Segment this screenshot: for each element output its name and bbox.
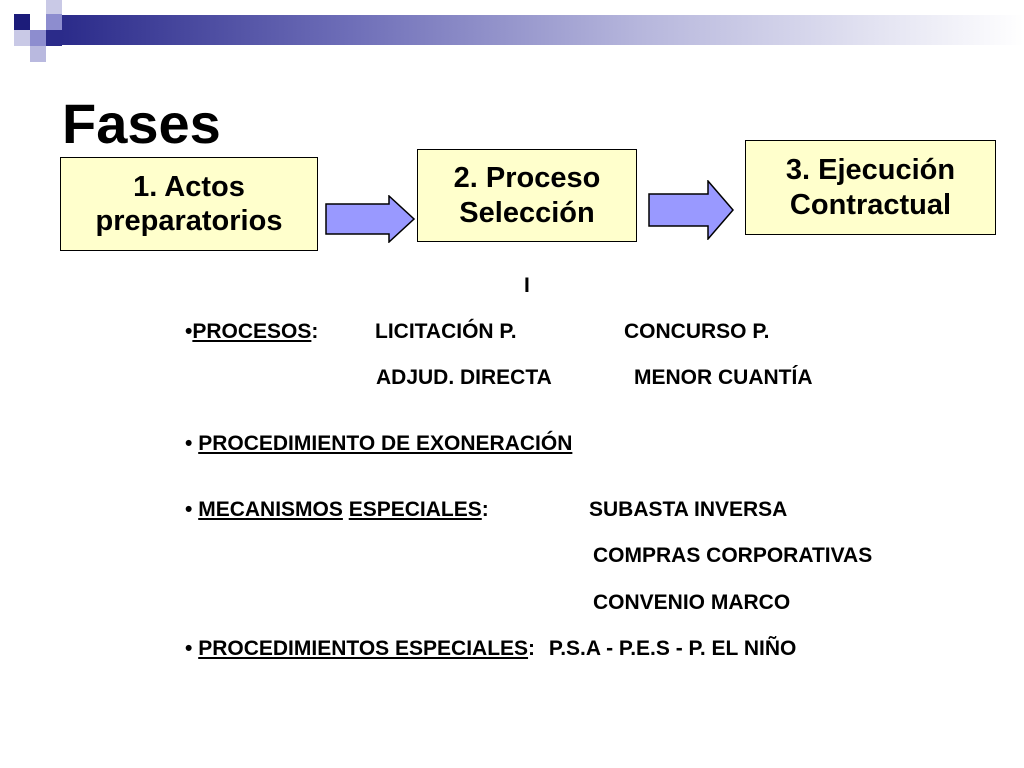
header-square — [14, 14, 30, 30]
procesos-row: •PROCESOS: — [185, 321, 318, 342]
colon: : — [481, 498, 489, 521]
bullet: • — [185, 637, 193, 660]
header-square — [46, 14, 62, 30]
proceso-item: MENOR CUANTÍA — [634, 366, 813, 389]
colon: : — [528, 637, 536, 660]
header-square — [30, 46, 46, 62]
procesos-label: PROCESOS — [192, 320, 312, 343]
procedimientos-row: • PROCEDIMIENTOS ESPECIALES: P.S.A - P.E… — [185, 638, 796, 659]
header-gradient-bar — [62, 15, 1024, 45]
colon: : — [311, 320, 319, 343]
mecanismos-label: MECANISMOS — [198, 498, 343, 521]
procedimientos-label: PROCEDIMIENTOS ESPECIALES — [198, 637, 529, 660]
proceso-item: LICITACIÓN P. — [375, 320, 517, 343]
proceso-item: ADJUD. DIRECTA — [376, 366, 552, 389]
header-square — [14, 30, 30, 46]
header-square — [30, 30, 46, 46]
phase-box-proceso-seleccion: 2. Proceso Selección — [417, 149, 637, 242]
phase-box-ejecucion-contractual: 3. Ejecución Contractual — [745, 140, 996, 235]
phase-box-actos-preparatorios: 1. Actos preparatorios — [60, 157, 318, 251]
especiales-label: ESPECIALES — [348, 498, 482, 521]
slide-title: Fases — [62, 92, 221, 155]
header-square — [30, 14, 46, 30]
right-arrow-icon — [325, 195, 415, 243]
procedimientos-value: P.S.A - P.E.S - P. EL NIÑO — [548, 637, 797, 660]
right-arrow-icon — [648, 180, 734, 240]
bullet: • — [185, 432, 193, 455]
proceso-item: CONCURSO P. — [624, 320, 770, 343]
exoneracion-label: PROCEDIMIENTO DE EXONERACIÓN — [198, 432, 573, 455]
exoneracion-row: • PROCEDIMIENTO DE EXONERACIÓN — [185, 433, 572, 454]
mecanismos-row: • MECANISMOS ESPECIALES: — [185, 499, 489, 520]
header-square — [46, 30, 62, 46]
bullet: • — [185, 498, 193, 521]
section-numeral: I — [524, 274, 530, 297]
mecanismo-item: CONVENIO MARCO — [593, 591, 791, 614]
mecanismo-item: SUBASTA INVERSA — [589, 498, 788, 521]
bullet: • — [185, 320, 193, 343]
header-square — [46, 0, 62, 14]
mecanismo-item: COMPRAS CORPORATIVAS — [593, 544, 873, 567]
